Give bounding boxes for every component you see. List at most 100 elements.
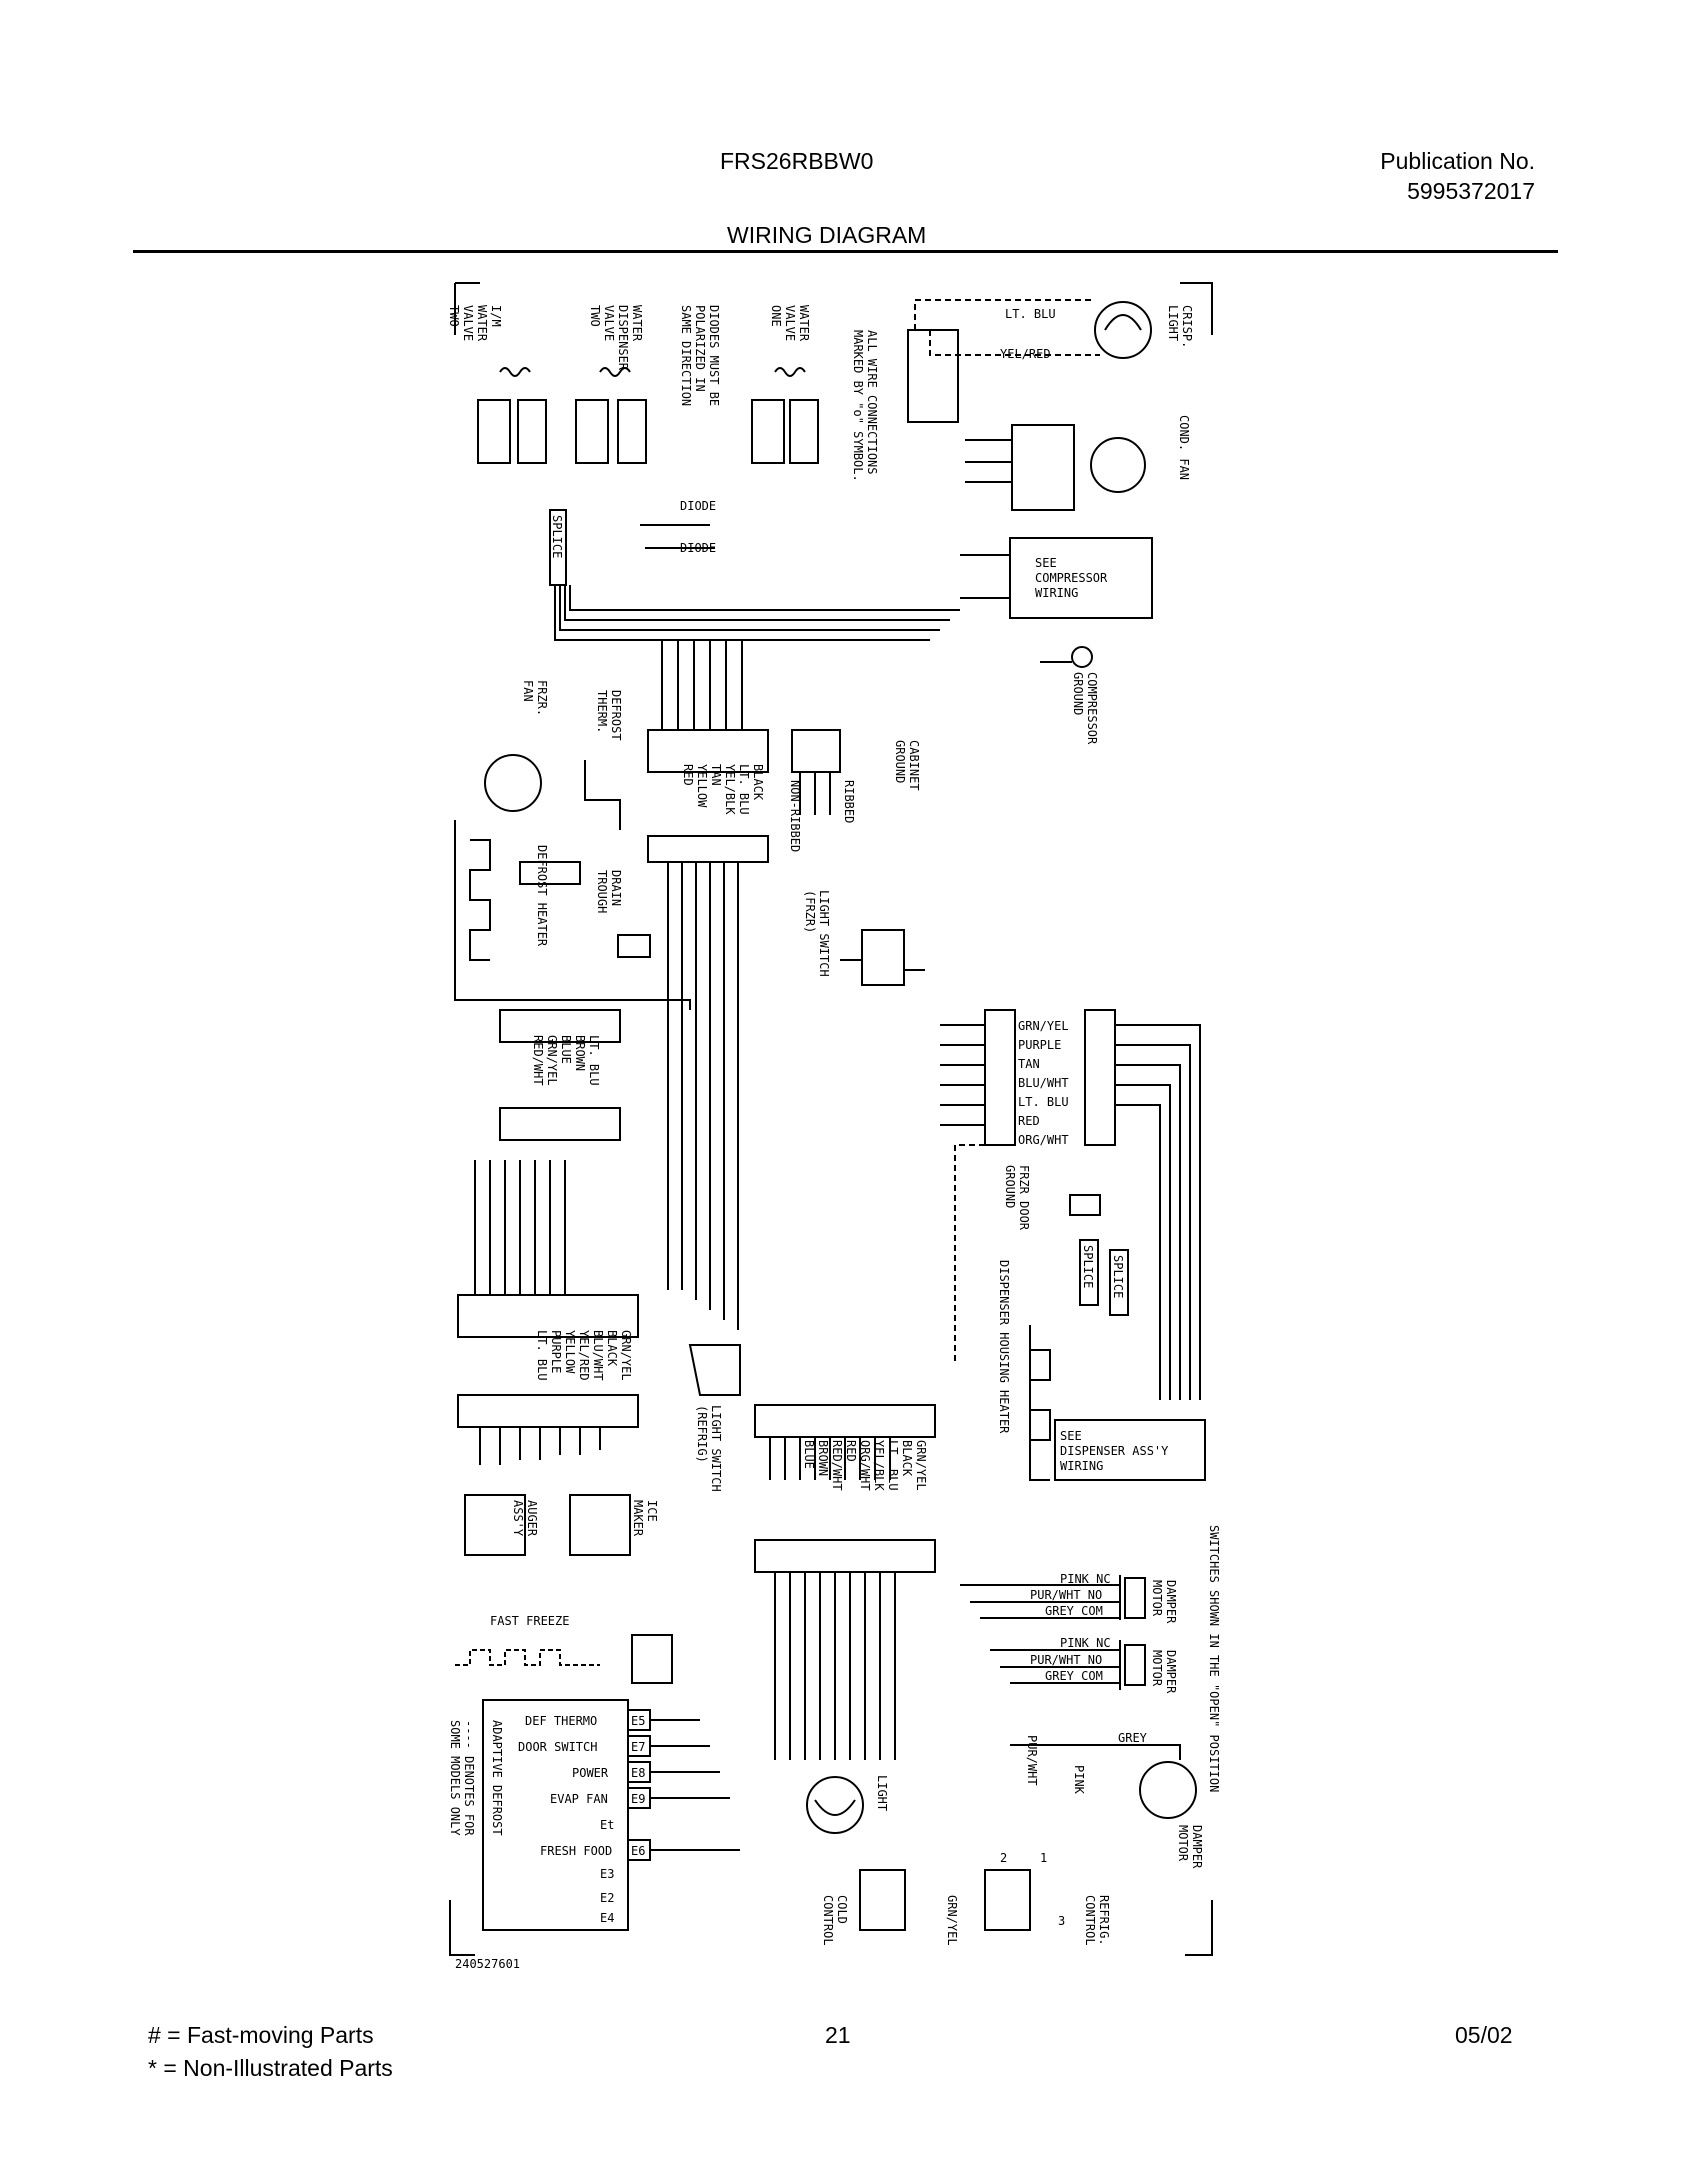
label-damper-bot-2: MOTOR bbox=[1176, 1825, 1190, 1862]
label-harness3-1: GRN/YEL bbox=[619, 1330, 633, 1381]
label-diodes-note: DIODES MUST BE bbox=[707, 305, 721, 406]
label-harness4-2: BLACK bbox=[900, 1440, 914, 1477]
label-drain-trough-2: TROUGH bbox=[595, 870, 609, 913]
label-control-row-3: POWER bbox=[572, 1766, 609, 1780]
label-light-switch-frzr: LIGHT SWITCH bbox=[817, 890, 831, 977]
label-crisp-light: CRISP. bbox=[1180, 305, 1194, 348]
label-harness3-2: BLACK bbox=[605, 1330, 619, 1367]
label-damper-mid-2: MOTOR bbox=[1150, 1650, 1164, 1687]
label-auger-2: ASS'Y bbox=[511, 1500, 525, 1537]
label-see-dispenser-3: WIRING bbox=[1060, 1459, 1103, 1473]
label-dispenser-valve-2: DISPENSER bbox=[616, 305, 630, 371]
label-harness2-1: LT. BLU bbox=[587, 1035, 601, 1086]
label-door-harness-1: GRN/YEL bbox=[1018, 1019, 1069, 1033]
label-control-row-9: E4 bbox=[600, 1911, 614, 1925]
label-control-row-1: DEF THERMO bbox=[525, 1714, 597, 1728]
label-frzr-fan-2: FAN bbox=[521, 680, 535, 702]
label-refrig-pin-2: 2 bbox=[1000, 1851, 1007, 1865]
label-harness1-3: YEL/BLK bbox=[723, 764, 737, 815]
label-harness4-8: BROWN bbox=[816, 1440, 830, 1476]
label-harness2-2: BROWN bbox=[573, 1035, 587, 1071]
label-water-valve-one-2: VALVE bbox=[783, 305, 797, 341]
label-harness2-5: RED/WHT bbox=[531, 1035, 545, 1086]
label-harness2-4: GRN/YEL bbox=[545, 1035, 559, 1086]
label-damper-top-row-3: GREY COM bbox=[1045, 1604, 1103, 1618]
label-harness3-4: YEL/RED bbox=[577, 1330, 591, 1381]
label-pur-wht: PUR/WHT bbox=[1025, 1735, 1039, 1786]
label-harness3-5: YELLOW bbox=[563, 1330, 577, 1374]
label-damper-mid-row-2: PUR/WHT NO bbox=[1030, 1653, 1102, 1667]
label-harness3-7: LT. BLU bbox=[535, 1330, 549, 1381]
label-compressor-ground-2: GROUND bbox=[1071, 672, 1085, 715]
label-dispenser-housing-heater: DISPENSER HOUSING HEATER bbox=[997, 1260, 1011, 1434]
label-ribbed: RIBBED bbox=[842, 780, 856, 823]
label-terminal-e7: E7 bbox=[631, 1740, 645, 1754]
label-harness4-9: BLUE bbox=[802, 1440, 816, 1469]
label-door-harness-4: BLU/WHT bbox=[1018, 1076, 1069, 1090]
label-light-switch-refrig-2: (REFRIG) bbox=[695, 1405, 709, 1463]
label-frzr-door-ground-2: GROUND bbox=[1003, 1165, 1017, 1208]
label-ice-maker-2: MAKER bbox=[631, 1500, 645, 1537]
label-harness1-4: TAN bbox=[709, 764, 723, 786]
label-harness1-6: RED bbox=[681, 764, 695, 786]
label-harness4-1: GRN/YEL bbox=[914, 1440, 928, 1491]
label-see-dispenser-2: DISPENSER ASS'Y bbox=[1060, 1444, 1169, 1458]
label-fast-freeze: FAST FREEZE bbox=[490, 1614, 569, 1628]
label-diodes-note-3: SAME DIRECTION bbox=[679, 305, 693, 406]
label-grey: GREY bbox=[1118, 1731, 1148, 1745]
label-diodes-note-2: POLARIZED IN bbox=[693, 305, 707, 392]
label-light-switch-frzr-2: (FRZR) bbox=[803, 890, 817, 933]
label-door-harness-7: ORG/WHT bbox=[1018, 1133, 1069, 1147]
label-splice-2: SPLICE bbox=[1111, 1255, 1125, 1298]
label-water-valve-one-3: ONE bbox=[769, 305, 783, 327]
label-diode-1: DIODE bbox=[680, 499, 716, 513]
label-damper-mid-row-3: GREY COM bbox=[1045, 1669, 1103, 1683]
label-splice-1: SPLICE bbox=[1081, 1245, 1095, 1288]
label-damper-top: DAMPER bbox=[1164, 1580, 1178, 1624]
label-terminal-e8: E8 bbox=[631, 1766, 645, 1780]
label-ice-maker: ICE bbox=[645, 1500, 659, 1522]
label-defrost-heater: DEFROST HEATER bbox=[535, 845, 549, 947]
label-harness4-7: RED/WHT bbox=[830, 1440, 844, 1491]
label-harness4-3: LT. BLU bbox=[886, 1440, 900, 1491]
label-connections-note: ALL WIRE CONNECTIONS bbox=[865, 330, 879, 475]
publication-number: 5995372017 bbox=[1407, 178, 1535, 204]
label-see-dispenser-1: SEE bbox=[1060, 1429, 1082, 1443]
horizontal-labels: LT. BLU YEL/RED DIODE DIODE SPLICE SEE C… bbox=[455, 307, 1169, 1971]
label-harness1-1: BLACK bbox=[751, 764, 765, 801]
label-cold-control-2: CONTROL bbox=[821, 1895, 835, 1946]
label-compressor-ground: COMPRESSOR bbox=[1085, 672, 1099, 745]
label-im-valve-4: TWO bbox=[447, 305, 461, 327]
label-control-row-4: EVAP FAN bbox=[550, 1792, 608, 1806]
label-light-bottom: LIGHT bbox=[875, 1775, 889, 1811]
label-harness4-4: YEL/BLK bbox=[872, 1440, 886, 1491]
label-frzr-fan: FRZR. bbox=[535, 680, 549, 716]
label-refrig-pin-3: 3 bbox=[1058, 1914, 1065, 1928]
label-light-switch-refrig: LIGHT SWITCH bbox=[709, 1405, 723, 1492]
label-door-harness-3: TAN bbox=[1018, 1057, 1040, 1071]
label-door-harness-2: PURPLE bbox=[1018, 1038, 1061, 1052]
publication-label: Publication No. bbox=[1380, 148, 1535, 174]
label-connections-note-2: MARKED BY "o" SYMBOL. bbox=[851, 330, 865, 482]
legend-fast-moving: # = Fast-moving Parts bbox=[148, 2022, 374, 2048]
label-door-harness-6: RED bbox=[1018, 1114, 1040, 1128]
label-control-row-8: E2 bbox=[600, 1891, 614, 1905]
label-damper-top-2: MOTOR bbox=[1150, 1580, 1164, 1617]
label-frzr-door-ground: FRZR DOOR bbox=[1017, 1165, 1031, 1231]
page-number: 21 bbox=[825, 2022, 851, 2048]
label-yel-red: YEL/RED bbox=[1000, 347, 1051, 361]
label-im-valve-2: WATER bbox=[475, 305, 489, 342]
label-see-compressor-2: COMPRESSOR bbox=[1035, 571, 1108, 585]
label-diode-2: DIODE bbox=[680, 541, 716, 555]
label-damper-bot: DAMPER bbox=[1190, 1825, 1204, 1869]
legend-non-illustrated: * = Non-Illustrated Parts bbox=[148, 2055, 393, 2081]
label-adaptive-note-3: SOME MODELS ONLY bbox=[448, 1720, 462, 1836]
label-refrig-control-2: CONTROL bbox=[1083, 1895, 1097, 1946]
model-number: FRS26RBBW0 bbox=[720, 148, 874, 174]
drawing-number: 240527601 bbox=[455, 1957, 520, 1971]
label-defrost-therm: DEFROST bbox=[609, 690, 623, 741]
label-drain-trough: DRAIN bbox=[609, 870, 623, 906]
page-title: WIRING DIAGRAM bbox=[727, 222, 927, 248]
label-cabinet-ground: CABINET bbox=[907, 740, 921, 791]
